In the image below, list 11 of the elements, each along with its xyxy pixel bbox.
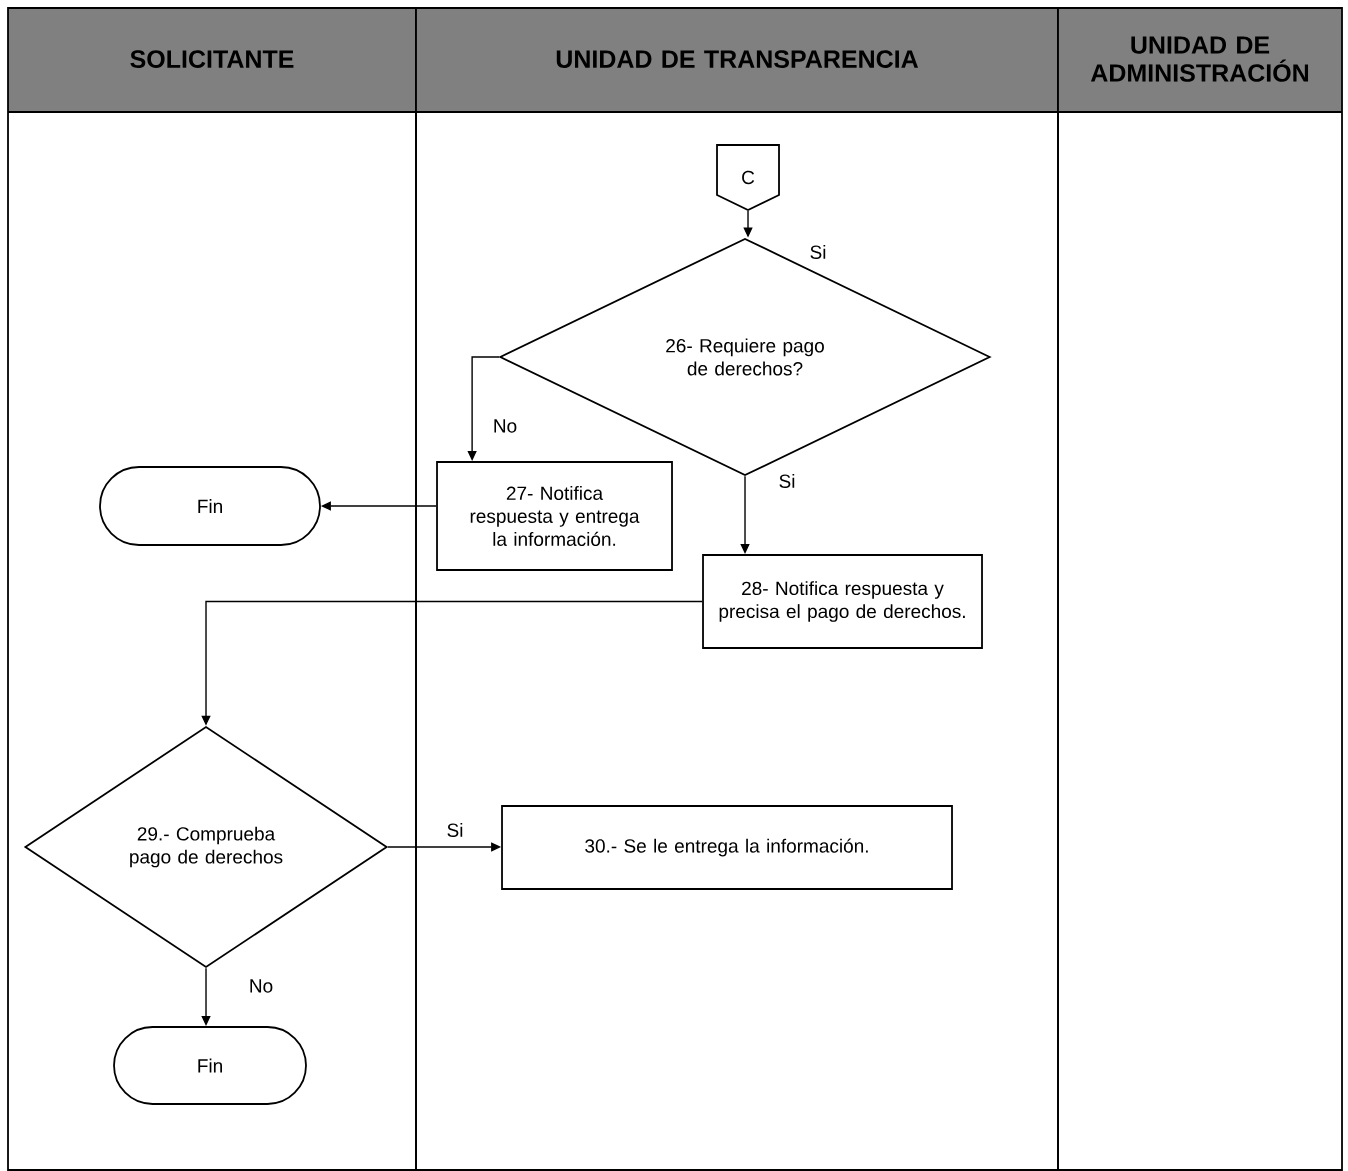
- swimlane: UNIDAD DE ADMINISTRACIÓN: [1057, 7, 1343, 1171]
- terminator: Fin: [99, 466, 321, 546]
- process-box: 27- Notifica respuesta y entrega la información.: [436, 461, 673, 571]
- arrow: [321, 501, 437, 511]
- terminator: Fin: [113, 1026, 307, 1105]
- process-box: 28- Notifica respuesta y precisa el pago de derechos.: [702, 554, 983, 649]
- off-page-connector: C: [716, 144, 780, 211]
- edge-label: Si: [444, 821, 466, 839]
- process-box: 30.- Se le entrega la información.: [501, 805, 953, 890]
- edge-label: No: [246, 977, 276, 995]
- edge-label: Si: [807, 243, 829, 261]
